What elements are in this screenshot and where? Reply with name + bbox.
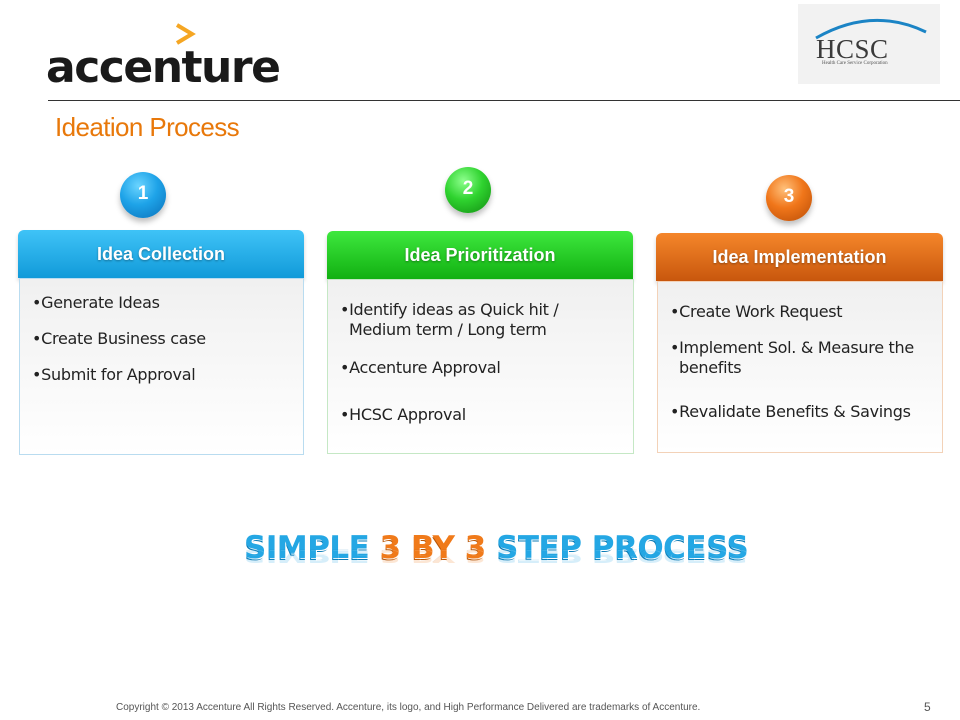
step-1-badge: 1 bbox=[120, 172, 166, 218]
tagline-part-1: SIMPLE bbox=[244, 530, 380, 566]
chevron-icon bbox=[175, 23, 196, 45]
hcsc-logo: HCSC Health Care Service Corporation bbox=[798, 4, 940, 84]
tagline: SIMPLE 3 BY 3 STEP PROCESS bbox=[244, 530, 749, 566]
step-1-body: Generate Ideas Create Business case Subm… bbox=[19, 278, 304, 455]
list-item: Submit for Approval bbox=[32, 365, 291, 385]
step-2-header: Idea Prioritization bbox=[327, 231, 633, 279]
step-1-header: Idea Collection bbox=[18, 230, 304, 278]
tagline-reflection-part-2: 3 BY 3 bbox=[379, 546, 497, 566]
tagline-reflection-part-1: SIMPLE bbox=[244, 546, 380, 566]
copyright-notice: Copyright © 2013 Accenture All Rights Re… bbox=[116, 702, 701, 713]
list-item: Create Work Request bbox=[670, 302, 930, 322]
list-item: Create Business case bbox=[32, 329, 291, 349]
hcsc-subtitle: Health Care Service Corporation bbox=[822, 61, 888, 66]
step-3-body: Create Work Request Implement Sol. & Mea… bbox=[657, 281, 943, 453]
arc-swoosh-icon bbox=[815, 18, 927, 40]
accenture-wordmark: accenture bbox=[46, 42, 281, 93]
page-number: 5 bbox=[924, 700, 931, 714]
tagline-part-3: STEP PROCESS bbox=[496, 530, 749, 566]
hcsc-wordmark: HCSC bbox=[816, 34, 889, 64]
list-item: Accenture Approval bbox=[340, 358, 621, 378]
tagline-reflection: SIMPLE 3 BY 3 STEP PROCESS bbox=[244, 546, 748, 566]
step-2-badge: 2 bbox=[445, 167, 491, 213]
list-item: Identify ideas as Quick hit / Medium ter… bbox=[340, 300, 621, 340]
step-2-body: Identify ideas as Quick hit / Medium ter… bbox=[327, 279, 634, 454]
tagline-part-2: 3 BY 3 bbox=[379, 530, 497, 566]
page-title: Ideation Process bbox=[55, 112, 240, 142]
list-item: Revalidate Benefits & Savings bbox=[670, 402, 930, 422]
tagline-reflection-part-3: STEP PROCESS bbox=[496, 546, 749, 566]
list-item: HCSC Approval bbox=[340, 405, 621, 425]
accenture-logo: accenture bbox=[46, 22, 281, 94]
list-item: Generate Ideas bbox=[32, 293, 291, 313]
list-item: Implement Sol. & Measure the benefits bbox=[670, 338, 930, 378]
step-3-header: Idea Implementation bbox=[656, 233, 943, 281]
header-divider bbox=[48, 100, 960, 101]
step-3-badge: 3 bbox=[766, 175, 812, 221]
